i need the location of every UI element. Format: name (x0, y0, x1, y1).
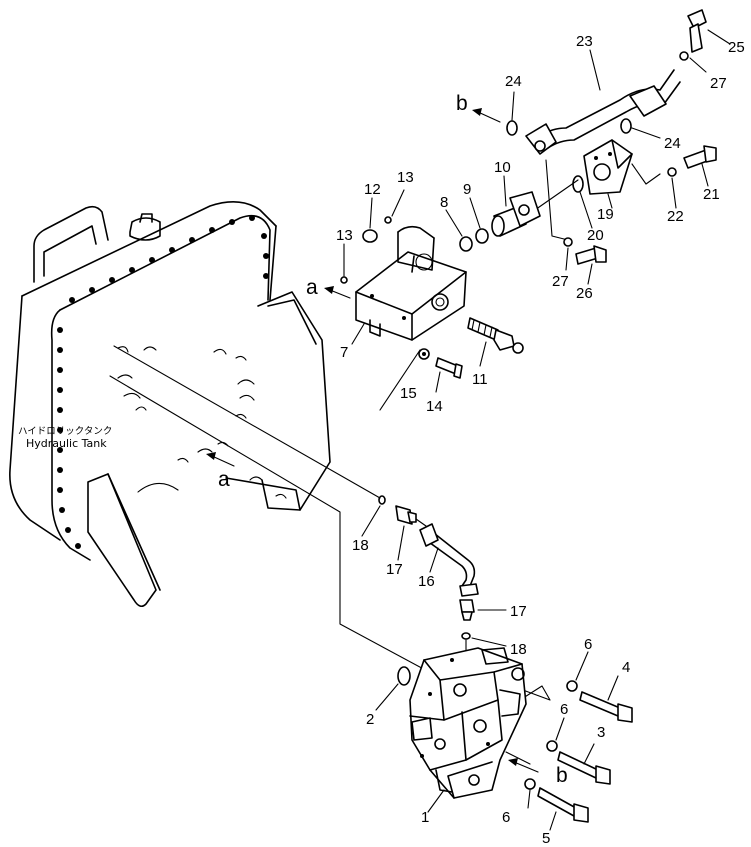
label-21: 21 (703, 186, 720, 203)
cartridge-11 (467, 317, 524, 354)
bolt-3 (557, 751, 611, 785)
washer-27-bottom (563, 237, 573, 247)
label-8: 8 (440, 194, 448, 211)
label-6-b: 6 (560, 701, 568, 718)
label-20: 20 (587, 227, 604, 244)
label-13-top: 13 (397, 169, 414, 186)
o-ring-24-left (506, 120, 518, 136)
o-ring-12 (362, 229, 378, 243)
pump-assembly-1 (409, 647, 527, 799)
label-26: 26 (576, 285, 593, 302)
o-ring-18-lower (461, 632, 471, 640)
tube-16 (419, 523, 479, 597)
label-25: 25 (728, 39, 745, 56)
label-14: 14 (426, 398, 443, 415)
label-15: 15 (400, 385, 417, 402)
letter-b-lower: b (556, 764, 568, 787)
o-ring-20 (572, 175, 584, 193)
label-27-top: 27 (710, 75, 727, 92)
bolt-21 (683, 145, 717, 169)
label-10: 10 (494, 159, 511, 176)
tube-23 (525, 69, 681, 155)
o-ring-9 (475, 228, 489, 244)
label-24-right: 24 (664, 135, 681, 152)
label-17-upper: 17 (386, 561, 403, 578)
label-9: 9 (463, 181, 471, 198)
label-18-upper: 18 (352, 537, 369, 554)
label-11: 11 (472, 371, 488, 388)
label-22: 22 (667, 208, 684, 225)
tank-label-english: Hydraulic Tank (26, 437, 107, 450)
label-18-lower: 18 (510, 641, 527, 658)
label-13-left: 13 (336, 227, 353, 244)
valve-block-7 (355, 225, 467, 341)
o-ring-24-right (620, 118, 632, 134)
connection-letter-labels: a a b b (218, 92, 568, 787)
o-ring-13-left (340, 276, 348, 284)
tank-label-japanese: ハイドロリックタンク (18, 426, 112, 437)
washer-22 (667, 167, 677, 177)
bolt-25 (687, 9, 707, 53)
label-27-bottom: 27 (552, 273, 569, 290)
o-ring-13-top (384, 216, 392, 224)
bolt-5 (537, 787, 589, 823)
bolt-26 (575, 245, 607, 265)
label-6-c: 6 (502, 809, 510, 826)
label-6-a: 6 (584, 636, 592, 653)
washer-6-b (546, 740, 558, 752)
washer-6-a (566, 680, 578, 692)
tank-flange-bolts (57, 215, 269, 549)
label-3: 3 (597, 724, 605, 741)
o-ring-8 (459, 236, 473, 252)
leader-lines (343, 29, 731, 831)
washer-27-top (679, 51, 689, 61)
bolt-14 (435, 357, 463, 379)
fitting-17-upper (395, 505, 417, 525)
washer-6-c (524, 778, 536, 790)
label-7: 7 (340, 344, 348, 361)
o-ring-2 (397, 666, 411, 686)
split-flange-19 (583, 139, 633, 195)
label-19: 19 (597, 206, 614, 223)
letter-a-valve: a (306, 276, 318, 299)
label-1: 1 (421, 809, 429, 826)
tank-fittings (117, 346, 287, 499)
label-17-lower: 17 (510, 603, 527, 620)
label-2: 2 (366, 711, 374, 728)
flange-10 (491, 191, 541, 237)
fitting-17-lower (459, 599, 475, 621)
letter-a-tank: a (218, 468, 230, 491)
hydraulic-tank (9, 201, 331, 608)
part-number-labels: 1 2 3 4 5 6 6 6 7 8 9 10 11 12 13 13 14 … (336, 33, 745, 847)
label-4: 4 (622, 659, 630, 676)
label-23: 23 (576, 33, 593, 50)
letter-b-top: b (456, 92, 468, 115)
connection-arrows (206, 108, 539, 773)
label-24-left: 24 (505, 73, 522, 90)
o-ring-18-upper (378, 495, 386, 505)
label-5: 5 (542, 830, 550, 847)
connection-lines (109, 159, 661, 765)
bolt-4 (579, 691, 633, 723)
label-16: 16 (418, 573, 435, 590)
label-12: 12 (364, 181, 381, 198)
